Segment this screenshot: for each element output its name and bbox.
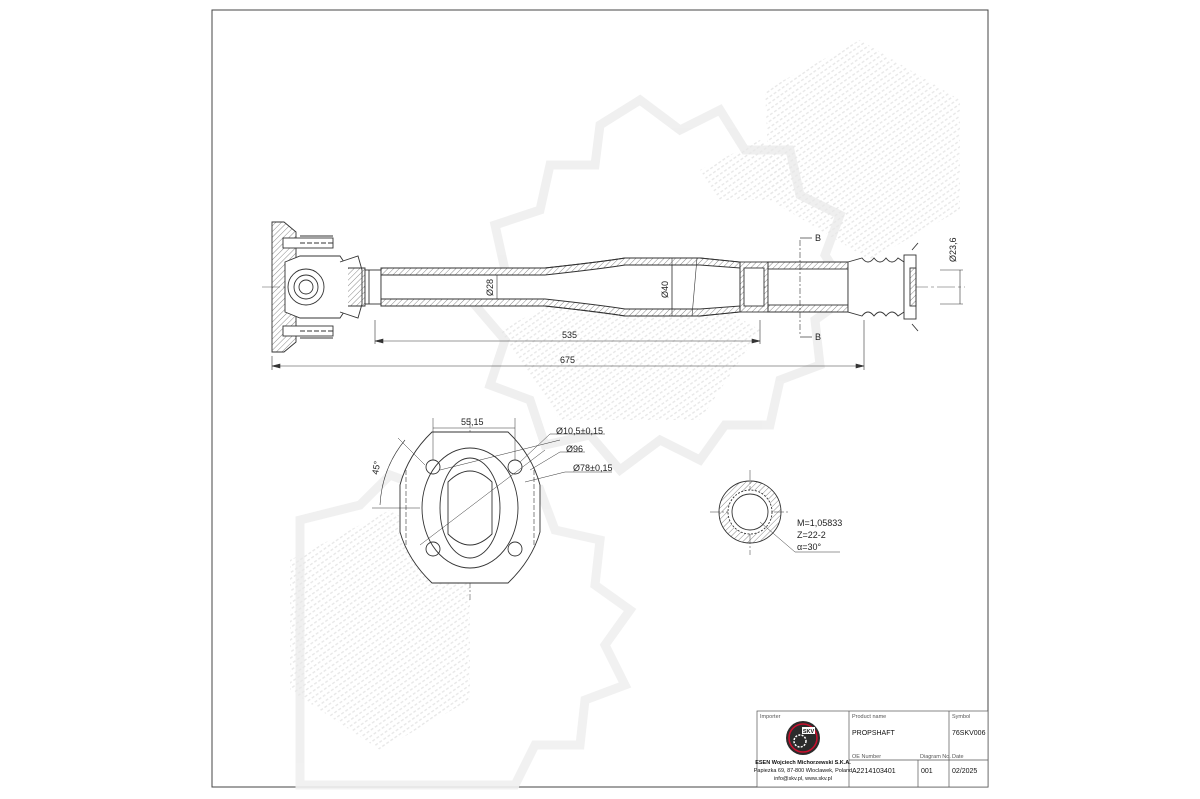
company-address: Papiezka 69, 87-800 Wloclawek, Poland [754, 768, 852, 774]
joint-cross-outer [287, 268, 325, 306]
oe-number: A2214103401 [852, 768, 896, 775]
flange-pitch: 55,15 [461, 417, 484, 427]
rubber-boot [847, 257, 905, 317]
end-shaft [767, 261, 849, 313]
symbol-value: 76SKV006 [952, 730, 986, 737]
company-contact: info@skv.pl, www.skv.pl [774, 776, 832, 782]
watermark-gear [290, 40, 960, 790]
company-name: ESEN Wojciech Michorzewski S.K.A. [755, 760, 851, 766]
drawing-frame [211, 9, 989, 788]
section-mark-b [800, 237, 812, 338]
section-mark-bottom: B [815, 332, 821, 342]
diagram-no: 001 [921, 768, 933, 775]
dim-tube-diameter: Ø28 [485, 279, 495, 296]
flange-outline [399, 431, 541, 584]
dim-end-diameter: Ø23,6 [948, 237, 958, 262]
flange-body [271, 221, 297, 353]
product-name-label: Product name [852, 714, 886, 720]
date-label: Date [952, 754, 964, 760]
flange-angle: 45° [370, 460, 382, 476]
importer-label: Importer [760, 714, 781, 720]
symbol-label: Symbol [952, 714, 970, 720]
dim-mid-diameter: Ø40 [660, 281, 670, 298]
svg-text:SKV: SKV [803, 729, 815, 735]
bolt-hole-br [507, 541, 523, 557]
tube-collar [364, 269, 382, 305]
spline-angle: α=30° [797, 542, 821, 552]
diagram-no-label: Diagram No. [920, 754, 951, 760]
dim-length-inner: 535 [562, 330, 577, 340]
flange-outer-diameter: Ø96 [566, 444, 583, 454]
flange-bolt-circle: Ø78±0,15 [573, 463, 612, 473]
section-mark-top: B [815, 233, 821, 243]
spline-teeth: Z=22-2 [797, 530, 826, 540]
skv-logo: SKV [786, 721, 820, 755]
oe-number-label: OE Number [852, 754, 881, 760]
dimension-lines [271, 265, 963, 370]
flange-front-view [372, 418, 612, 600]
spline-section-view [710, 470, 840, 555]
product-name: PROPSHAFT [852, 730, 896, 737]
dim-length-total: 675 [560, 355, 575, 365]
bolt-hole-bl [425, 541, 441, 557]
propshaft-side-view [262, 221, 965, 353]
flange-hole-diameter: Ø10,5±0,15 [556, 426, 603, 436]
date-value: 02/2025 [952, 768, 977, 775]
spline-module: M=1,05833 [797, 518, 842, 528]
